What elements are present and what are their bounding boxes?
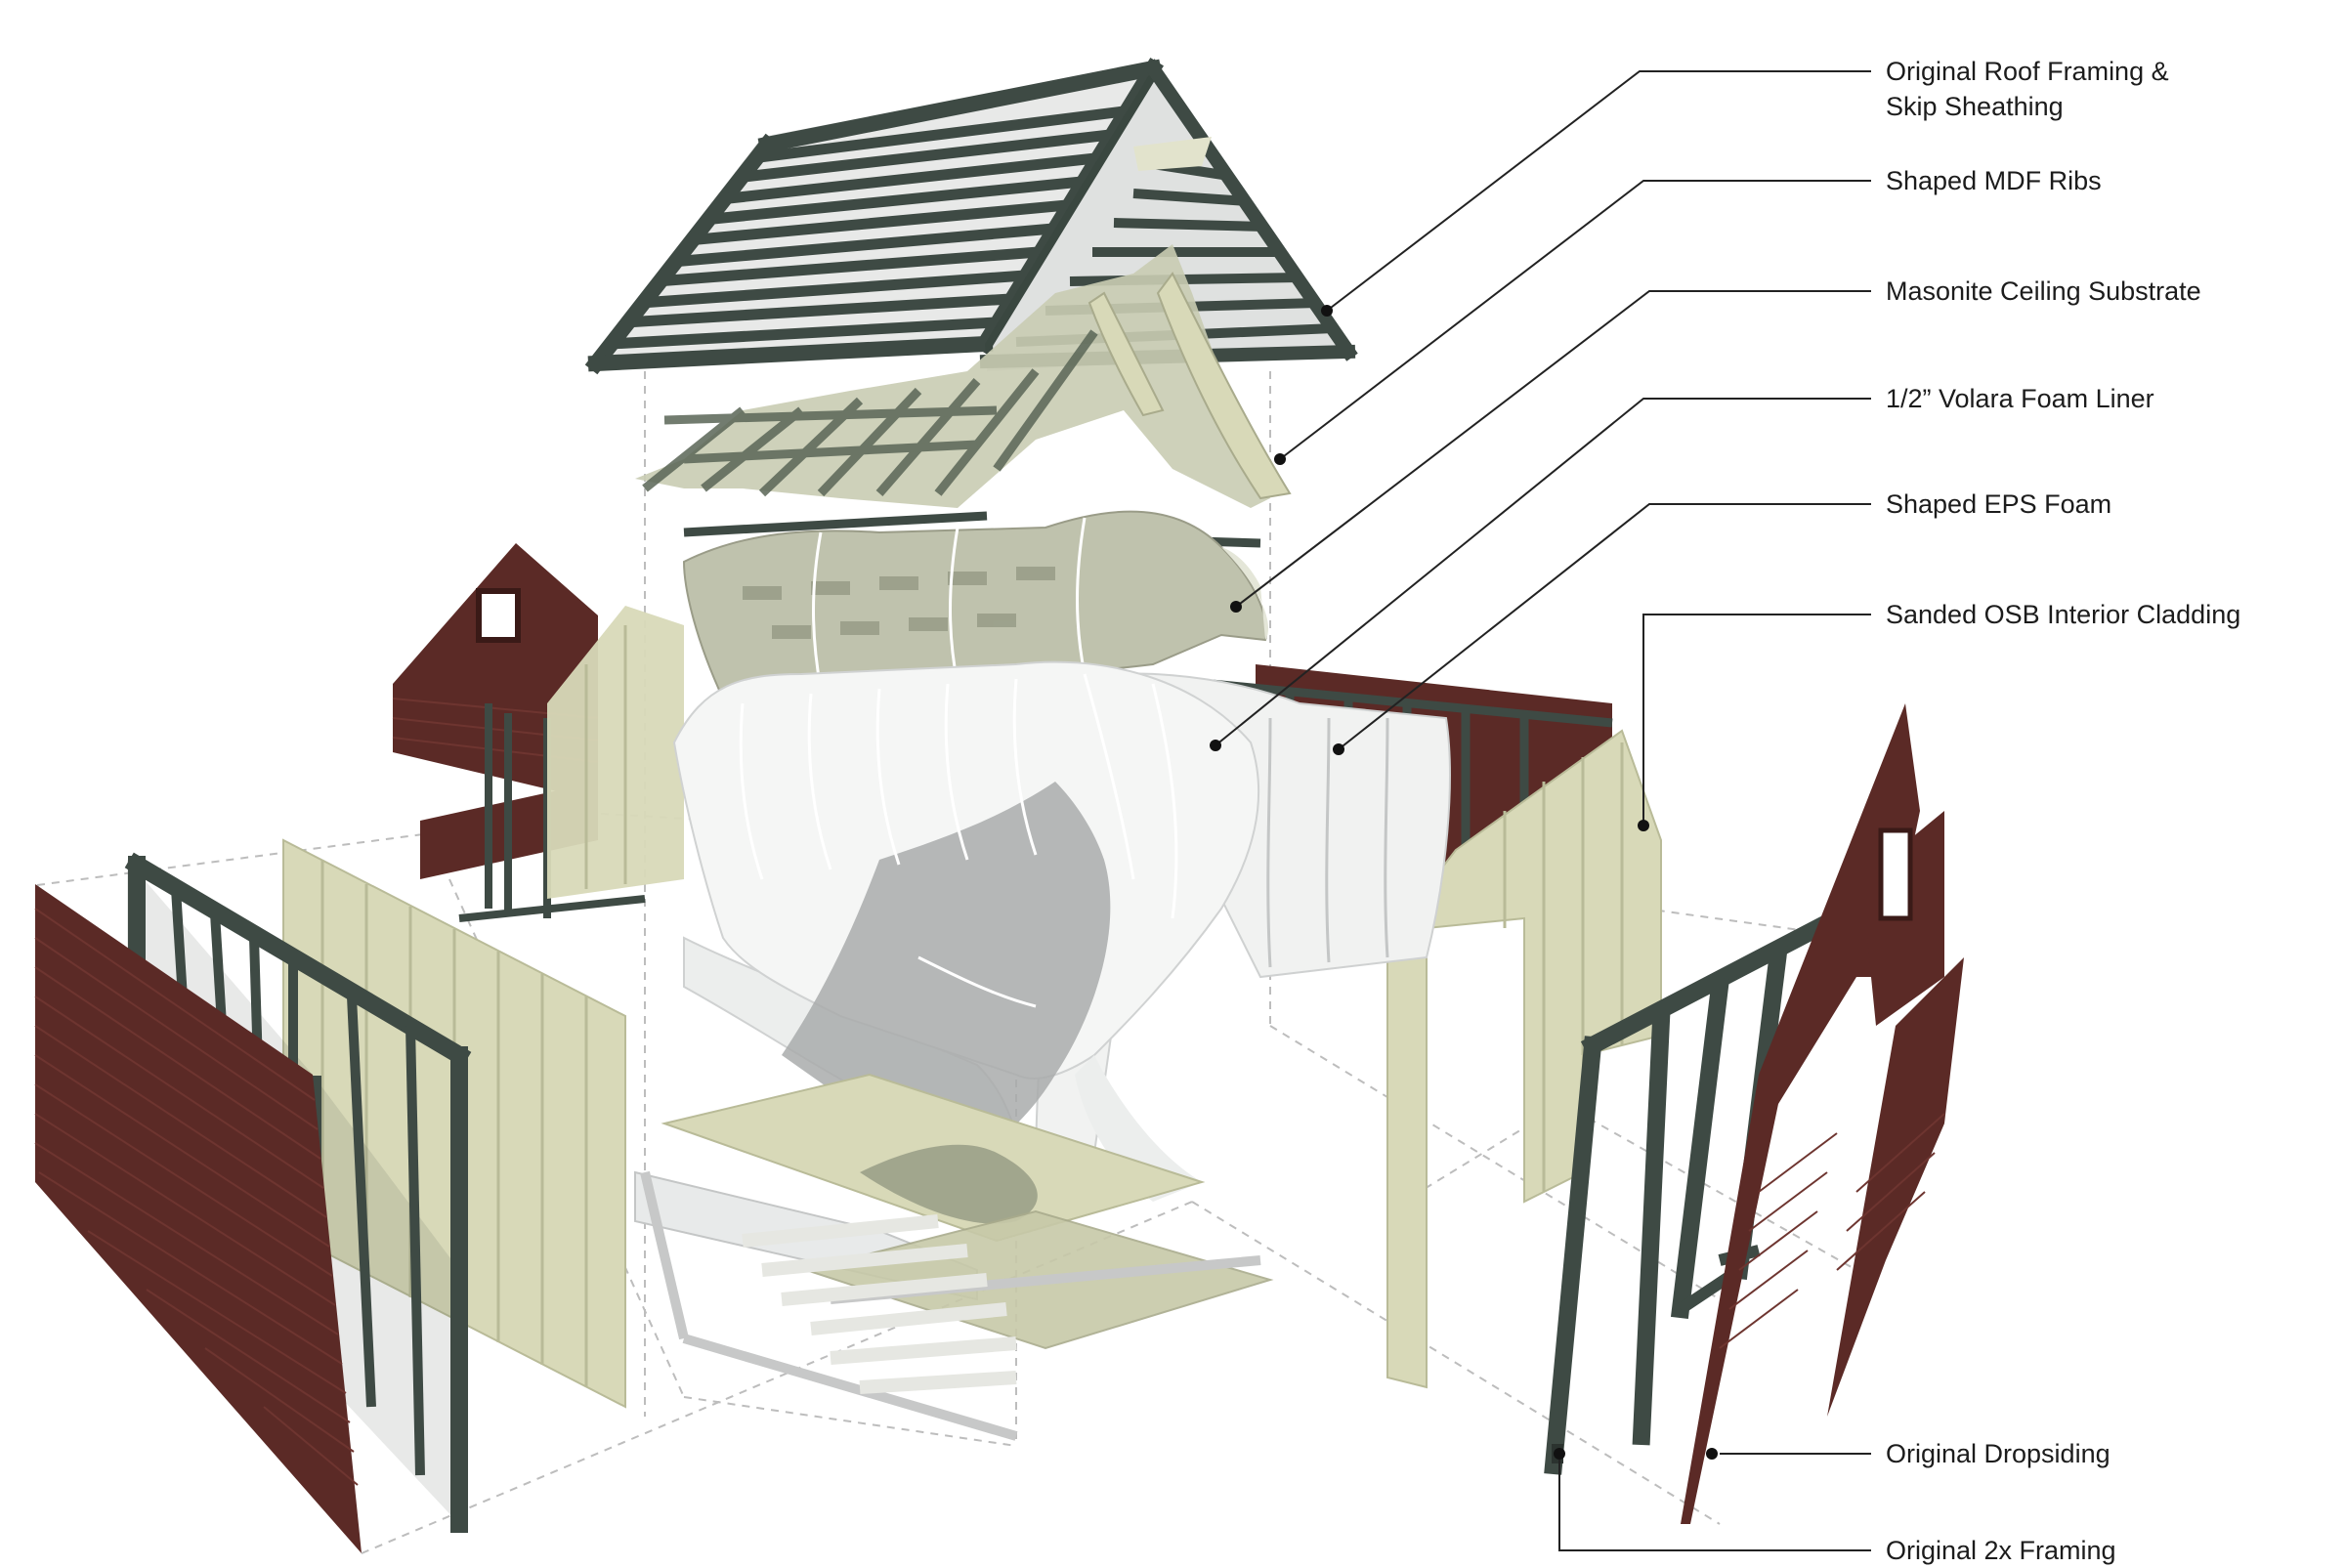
leader-dots bbox=[1210, 305, 1718, 1460]
label-mdf-ribs-text: Shaped MDF Ribs bbox=[1886, 166, 2102, 195]
label-roof-framing: Original Roof Framing & Skip Sheathing bbox=[1886, 54, 2169, 124]
label-eps-foam-text: Shaped EPS Foam bbox=[1886, 489, 2112, 519]
label-2x-framing-text: Original 2x Framing bbox=[1886, 1536, 2116, 1565]
label-masonite-ceiling: Masonite Ceiling Substrate bbox=[1886, 274, 2201, 309]
roof-framing bbox=[584, 58, 1358, 375]
left-gable-wall bbox=[392, 543, 684, 922]
label-volara-foam: 1/2” Volara Foam Liner bbox=[1886, 381, 2154, 416]
label-dropsiding: Original Dropsiding bbox=[1886, 1436, 2110, 1471]
label-osb-cladding: Sanded OSB Interior Cladding bbox=[1886, 597, 2240, 632]
masonite-ceiling bbox=[682, 510, 1268, 700]
label-roof-framing-line-2: Skip Sheathing bbox=[1886, 92, 2064, 121]
label-masonite-ceiling-text: Masonite Ceiling Substrate bbox=[1886, 276, 2201, 306]
label-volara-foam-text: 1/2” Volara Foam Liner bbox=[1886, 384, 2154, 413]
label-dropsiding-text: Original Dropsiding bbox=[1886, 1439, 2110, 1468]
left-front-dropsiding bbox=[34, 884, 362, 1553]
osb-right-panel bbox=[1386, 729, 1662, 1389]
mdf-ribs bbox=[635, 137, 1292, 548]
floor-assembly bbox=[640, 1073, 1274, 1441]
label-osb-cladding-text: Sanded OSB Interior Cladding bbox=[1886, 600, 2241, 629]
label-eps-foam: Shaped EPS Foam bbox=[1886, 487, 2111, 522]
label-2x-framing: Original 2x Framing bbox=[1886, 1533, 2116, 1568]
leader-lines bbox=[1215, 70, 1871, 1551]
label-mdf-ribs: Shaped MDF Ribs bbox=[1886, 163, 2102, 198]
right-front-dropsiding bbox=[1681, 703, 1964, 1524]
volara-foam-liner bbox=[672, 660, 1260, 1202]
roof-left-slope bbox=[586, 64, 1148, 366]
label-roof-framing-line-1: Original Roof Framing & bbox=[1886, 57, 2169, 86]
